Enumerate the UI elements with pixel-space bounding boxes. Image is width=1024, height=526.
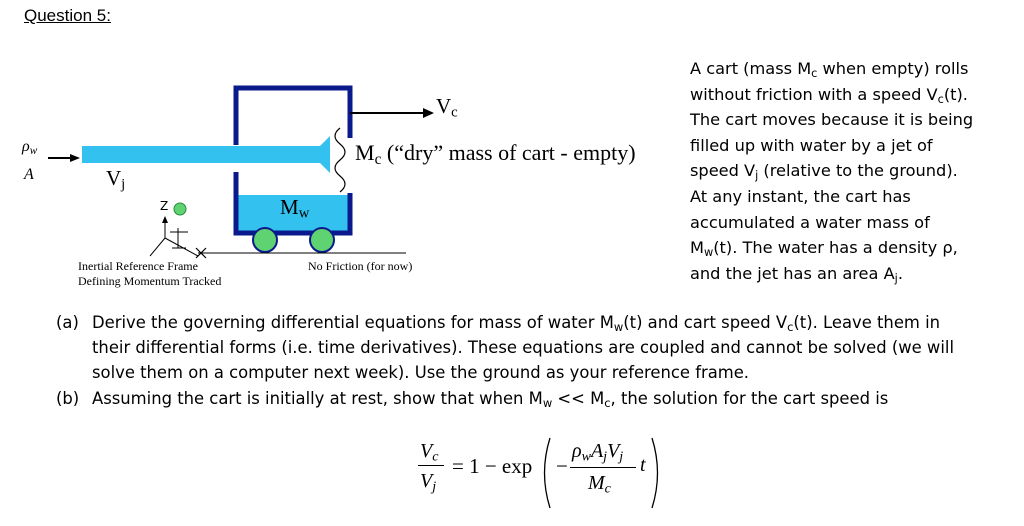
cart-water <box>236 195 350 233</box>
x-axis <box>164 237 199 257</box>
area-label: A <box>24 166 34 183</box>
eq-fraction-bar <box>418 465 444 466</box>
wheel-right <box>309 227 335 253</box>
part-b-label: (b) <box>56 389 80 408</box>
desc-line: The cart moves because it is being <box>690 110 974 130</box>
desc-line: and the jet has an area Aj. <box>690 263 903 285</box>
cart-frame-bottom <box>233 172 353 236</box>
question-title: Question 5: <box>24 6 111 25</box>
z-label: Z <box>160 199 169 213</box>
desc-line: without friction with a speed Vc(t). <box>690 84 968 106</box>
cart-frame-top <box>233 85 353 145</box>
eq-t: t <box>640 454 646 476</box>
eq-rhs: = 1 − exp <box>452 454 533 478</box>
friction-label: No Friction (for now) <box>308 259 413 273</box>
part-a-label: (a) <box>56 313 79 332</box>
eq-minus: − <box>556 454 568 478</box>
eq-num-vc: Vc <box>420 440 439 465</box>
mw-label: Mw <box>280 195 310 222</box>
problem-description: A cart (mass Mc when empty) rolls withou… <box>690 56 1020 286</box>
eq-inner-num: ρwAjVj <box>572 440 624 465</box>
z-axis-head <box>162 216 168 223</box>
eq-right-paren <box>651 437 659 509</box>
desc-line: accumulated a water mass of <box>690 212 930 232</box>
desc-line: speed Vj (relative to the ground). <box>690 161 958 183</box>
vj-label: Vj <box>106 166 126 193</box>
desc-line: At any instant, the cart has <box>690 186 911 206</box>
wheel-left <box>252 227 278 253</box>
jet-arrow-head <box>70 154 80 162</box>
desc-line: filled up with water by a jet of <box>690 135 933 155</box>
desc-line: A cart (mass Mc when empty) rolls <box>690 59 969 80</box>
vc-label: Vc <box>436 94 458 121</box>
frame-caption-line2: Defining Momentum Tracked <box>78 274 222 288</box>
frame-caption-line1: Inertial Reference Frame <box>78 259 198 273</box>
solution-equation: Vc Vj = 1 − exp − ρwAjVj Mc t <box>410 432 690 522</box>
rho-w-label: ρw <box>22 138 38 157</box>
part-b-text: Assuming the cart is initially at rest, … <box>92 389 889 410</box>
vc-arrow-head <box>423 108 434 118</box>
eq-left-paren <box>543 437 551 509</box>
eq-inner-den: Mc <box>588 472 611 497</box>
reference-frame-caption: Inertial Reference Frame Defining Moment… <box>78 259 221 289</box>
desc-line: Mw(t). The water has a density ρ, <box>690 238 958 259</box>
eq-den-vj: Vj <box>420 470 437 495</box>
reference-origin-dot <box>173 202 187 216</box>
part-a-text: Derive the governing differential equati… <box>92 313 954 382</box>
eq-inner-bar <box>570 467 636 468</box>
jet-nozzle-tip <box>320 136 330 173</box>
x-axis-cross-b <box>195 247 207 259</box>
water-jet <box>82 146 320 163</box>
y-axis <box>149 237 166 257</box>
deflection-squiggle <box>334 127 346 193</box>
cart-diagram <box>48 85 434 259</box>
mc-label: Mc (“dry” mass of cart - empty) <box>355 140 636 168</box>
